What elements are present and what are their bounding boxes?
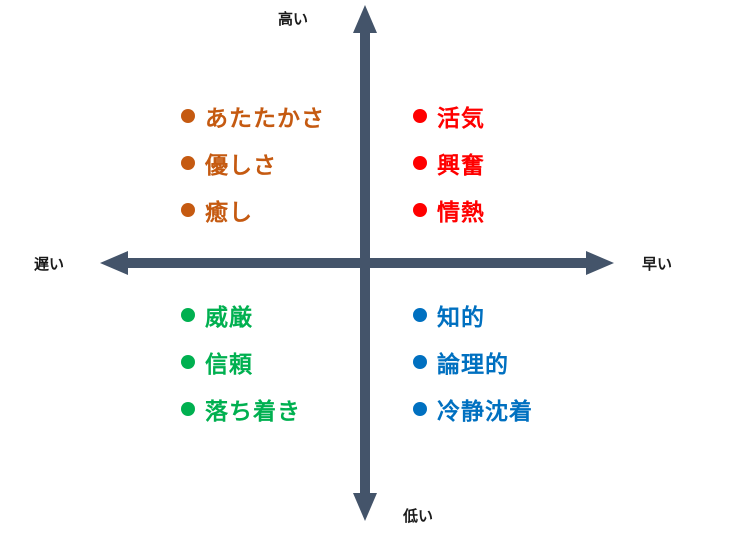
quadrant-item: 優しさ	[181, 139, 325, 186]
quadrant-item: 情熱	[413, 186, 485, 233]
quadrant-item-label: 落ち着き	[205, 398, 301, 425]
bullet-dot-icon	[181, 354, 195, 369]
quadrant-item-label: 論理的	[437, 351, 509, 378]
bullet-dot-icon	[413, 354, 427, 369]
bullet-dot-icon	[181, 155, 195, 170]
bullet-dot-icon	[181, 108, 195, 123]
quadrant-item: 知的	[413, 291, 533, 338]
quadrant-item: あたたかさ	[181, 92, 325, 139]
quadrant-item-label: 活気	[437, 105, 485, 132]
axis-label-high: 高い	[278, 10, 309, 28]
quadrant-item: 信頼	[181, 338, 301, 385]
down-arrowhead-icon	[353, 493, 377, 521]
quadrant-item-label: 冷静沈着	[437, 398, 533, 425]
quadrant-item: 論理的	[413, 338, 533, 385]
bullet-dot-icon	[181, 401, 195, 416]
bullet-dot-icon	[413, 155, 427, 170]
quadrant-item: 威厳	[181, 291, 301, 338]
quadrant-item-label: 信頼	[205, 351, 253, 378]
bullet-dot-icon	[413, 401, 427, 416]
quadrant-item-label: 威厳	[205, 304, 253, 331]
quadrant-item-label: 情熱	[437, 199, 485, 226]
axis-label-low: 低い	[403, 507, 434, 525]
bullet-dot-icon	[181, 202, 195, 217]
up-arrowhead-icon	[353, 5, 377, 33]
bullet-dot-icon	[413, 202, 427, 217]
quadrant-item-label: 興奮	[437, 152, 485, 179]
bullet-dot-icon	[181, 307, 195, 322]
left-arrowhead-icon	[100, 251, 128, 275]
quadrant-item-label: 癒し	[205, 199, 253, 226]
quadrant-bottom-right-list: 知的 論理的 冷静沈着	[413, 291, 533, 432]
quadrant-bottom-left-list: 威厳 信頼 落ち着き	[181, 291, 301, 432]
quadrant-item-label: あたたかさ	[205, 105, 325, 132]
quadrant-item: 冷静沈着	[413, 385, 533, 432]
quadrant-item: 興奮	[413, 139, 485, 186]
quadrant-item-label: 優しさ	[205, 152, 277, 179]
quadrant-item: 癒し	[181, 186, 325, 233]
bullet-dot-icon	[413, 108, 427, 123]
quadrant-item: 活気	[413, 92, 485, 139]
right-arrowhead-icon	[586, 251, 614, 275]
quadrant-top-right-list: 活気 興奮 情熱	[413, 92, 485, 233]
quadrant-top-left-list: あたたかさ 優しさ 癒し	[181, 92, 325, 233]
axis-label-slow: 遅い	[34, 255, 65, 273]
axis-label-fast: 早い	[642, 255, 673, 273]
bullet-dot-icon	[413, 307, 427, 322]
quadrant-item: 落ち着き	[181, 385, 301, 432]
quadrant-item-label: 知的	[437, 304, 485, 331]
